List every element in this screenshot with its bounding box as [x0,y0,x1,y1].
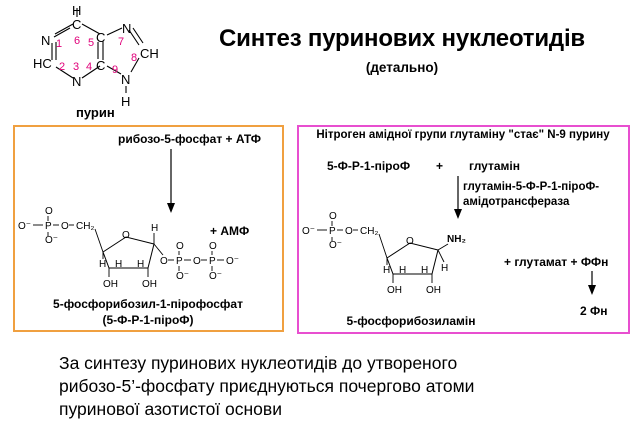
left-panel-frame [13,125,284,332]
right-small-arrow-head [588,285,596,295]
enzyme-line-1: глутамін-5-Ф-Р-1-піроФ- [463,181,599,193]
right-heading: Нітроген амідної групи глутаміну "стає" … [316,129,610,141]
purine-atom-h-top: H [72,3,81,18]
purine-atom-c6: C [72,17,81,32]
formula-atom-label: CH₂ [76,221,94,232]
formula-atom-label: O [329,211,337,222]
right-ribose-ring [386,242,439,275]
right-plus: + [436,159,443,173]
formula-atom-label: H [137,259,144,270]
formula-atom-label: O⁻ [302,226,315,237]
formula-atom-label: O [345,226,353,237]
purine-atom-n1: N [41,33,50,48]
right-side-product: + глутамат + ФФн [504,255,608,269]
formula-atom-label: H [421,265,428,276]
purine-atom-c2: HC [33,56,52,71]
purine-num-9: 9 [112,64,118,76]
purine-num-3: 3 [73,61,79,73]
formula-atom-label: O⁻ [209,271,222,282]
purine-num-8: 8 [131,52,137,64]
formula-atom-label: H [383,265,390,276]
right-product-name: 5-фосфорибозиламін [347,314,476,328]
formula-atom-label: P [176,256,183,267]
purine-num-7: 7 [118,36,124,48]
right-panel-diagram: Нітроген амідної групи глутаміну "стає" … [302,129,610,328]
right-second-product: 2 Фн [580,304,608,318]
page-subtitle: (детально) [365,60,439,75]
formula-atom-label: O [160,256,168,267]
right-arrow-head [454,209,462,219]
purine-atom-h9: H [121,94,130,109]
purine-num-1: 1 [56,38,62,50]
right-reactant-1: 5-Ф-Р-1-піроФ [327,159,410,173]
purine-atom-c4: C [96,58,105,73]
left-arrow-head [167,203,175,213]
formula-atom-label: O⁻ [226,256,239,267]
formula-atom-label: CH₂ [360,226,378,237]
formula-atom-label: P [209,256,216,267]
right-reactant-2: глутамін [469,159,520,173]
formula-atom-label: O [176,241,184,252]
enzyme-line-2: амідотрансфераза [463,196,570,208]
formula-atom-label: H [399,265,406,276]
caption-text: За синтезу пуринових нуклеотидів до утво… [59,352,619,421]
formula-atom-label: OH [103,279,118,290]
purine-structure: H N C C N HC C CH N N H 1 6 5 7 2 4 8 3 … [33,3,159,120]
formula-atom-label: H [99,259,106,270]
formula-atom-label: O⁻ [18,221,31,232]
purine-num-5: 5 [88,37,94,49]
formula-atom-label: OH [426,285,441,296]
page-title: Синтез пуринових нуклеотидів [219,25,585,52]
caption-line-1: За синтезу пуринових нуклеотидів до утво… [59,353,458,373]
purine-atom-c8: CH [140,46,159,61]
formula-atom-label: O [45,206,53,217]
nh2-group: NH₂ [447,234,466,245]
formula-atom-label: H [115,259,122,270]
purine-label: пурин [76,105,115,120]
formula-atom-label: P [45,221,52,232]
purine-atom-c5: C [96,30,105,45]
left-reactants: рибозо-5-фосфат + АТФ [118,132,261,146]
formula-atom-label: H [151,223,158,234]
formula-atom-label: O [193,256,201,267]
left-panel-diagram: рибозо-5-фосфат + АТФ + АМФ O O⁻ P O CH₂… [18,132,261,327]
purine-num-4: 4 [86,61,92,73]
left-byproduct: + АМФ [210,224,249,238]
caption-line-2: рибозо-5’-фосфату приєднуються почергово… [59,376,475,396]
formula-atom-label: O [122,230,130,241]
left-product-abbr: (5-Ф-Р-1-піроФ) [102,313,193,327]
formula-atom-label: O⁻ [45,235,58,246]
formula-atom-label: H [441,263,448,274]
right-panel-frame [297,125,630,334]
formula-atom-label: OH [387,285,402,296]
formula-atom-label: P [329,226,336,237]
left-product-name: 5-фосфорибозил-1-пірофосфат [53,297,243,311]
purine-atom-n7: N [122,21,131,36]
purine-atom-n3: N [72,74,81,89]
caption-line-3: пуринової азотистої основи [59,399,282,419]
formula-atom-label: O [61,221,69,232]
formula-atom-label: O [406,236,414,247]
formula-atom-label: OH [142,279,157,290]
purine-atom-n9: N [121,72,130,87]
formula-atom-label: O [209,241,217,252]
purine-num-2: 2 [59,61,65,73]
purine-num-6: 6 [74,35,80,47]
formula-atom-label: O⁻ [176,271,189,282]
formula-atom-label: O⁻ [329,240,342,251]
left-ribose-ring [102,236,155,269]
